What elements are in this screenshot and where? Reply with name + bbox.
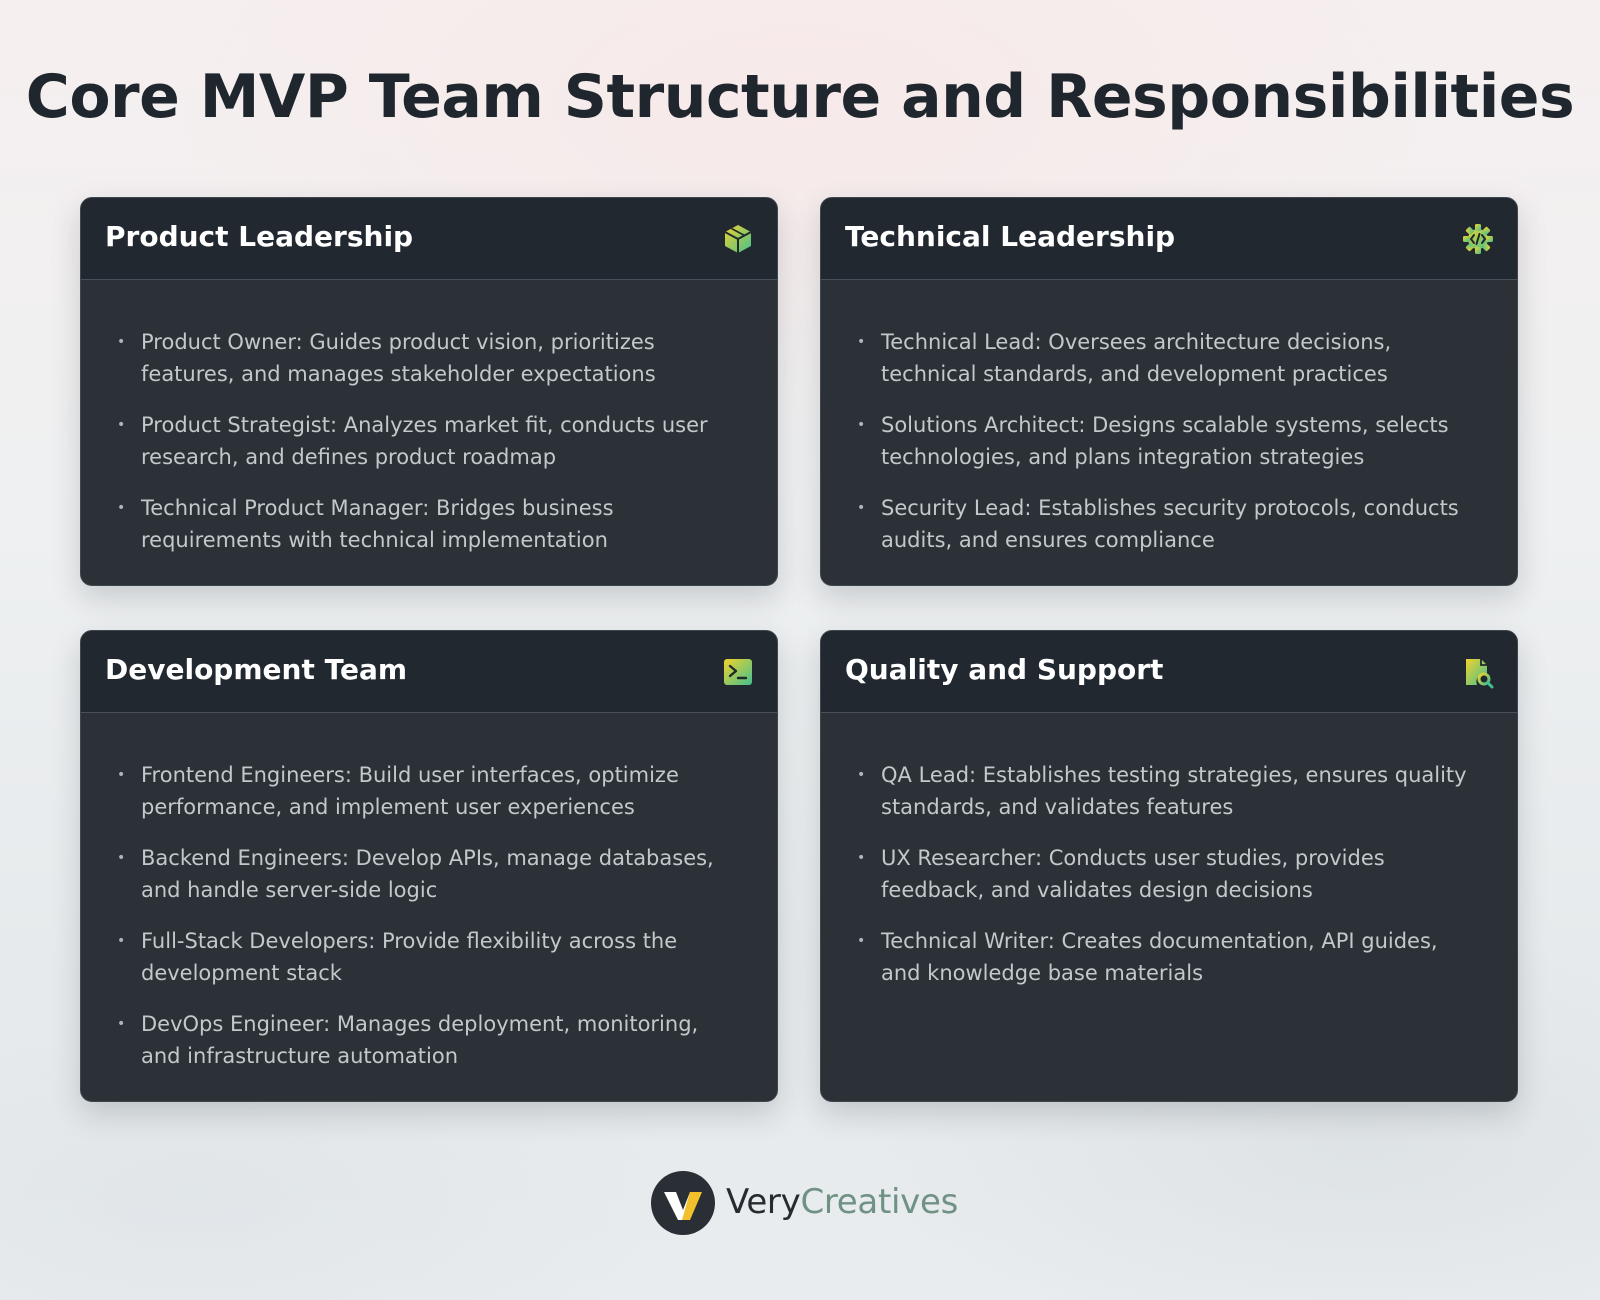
card-development-team: Development Team Frontend Engineers: Bui… — [80, 630, 778, 1102]
list-item: UX Researcher: Conducts user studies, pr… — [857, 842, 1481, 906]
card-header: Quality and Support — [821, 631, 1517, 713]
document-search-icon — [1466, 659, 1494, 689]
brand-name-second: Creatives — [800, 1182, 958, 1222]
list-item: Product Owner: Guides product vision, pr… — [117, 326, 741, 390]
card-title: Technical Leadership — [845, 220, 1176, 253]
card-title: Product Leadership — [105, 220, 414, 253]
list-item: Technical Lead: Oversees architecture de… — [857, 326, 1481, 390]
card-body: Frontend Engineers: Build user interface… — [81, 713, 777, 1101]
code-gear-icon — [1463, 224, 1493, 254]
card-title: Quality and Support — [845, 653, 1164, 686]
list-item: Solutions Architect: Designs scalable sy… — [857, 409, 1481, 473]
list-item: Product Strategist: Analyzes market fit,… — [117, 409, 741, 473]
card-header: Technical Leadership — [821, 198, 1517, 280]
card-header: Product Leadership — [81, 198, 777, 280]
card-product-leadership: Product Leadership Product Owner: Guides… — [80, 197, 778, 586]
list-item: Technical Writer: Creates documentation,… — [857, 925, 1481, 989]
card-technical-leadership: Technical Leadership Technical Lead: Ove… — [820, 197, 1518, 586]
brand-name-first: Very — [726, 1182, 801, 1222]
page-title: Core MVP Team Structure and Responsibili… — [25, 62, 1575, 132]
list-item: QA Lead: Establishes testing strategies,… — [857, 759, 1481, 823]
list-item: Technical Product Manager: Bridges busin… — [117, 492, 741, 556]
card-body: QA Lead: Establishes testing strategies,… — [821, 713, 1517, 1028]
card-quality-and-support: Quality and Support QA Lead: Establishes… — [820, 630, 1518, 1102]
list-item: DevOps Engineer: Manages deployment, mon… — [117, 1008, 741, 1072]
list-item: Full-Stack Developers: Provide flexibili… — [117, 925, 741, 989]
list-item: Backend Engineers: Develop APIs, manage … — [117, 842, 741, 906]
card-header: Development Team — [81, 631, 777, 713]
card-title: Development Team — [105, 653, 408, 686]
list-item: Security Lead: Establishes security prot… — [857, 492, 1481, 556]
terminal-icon — [724, 659, 752, 685]
verycreatives-logo-icon — [651, 1171, 715, 1235]
cube-icon — [724, 225, 752, 253]
footer-brand: VeryCreatives — [726, 1182, 958, 1222]
list-item: Frontend Engineers: Build user interface… — [117, 759, 741, 823]
card-body: Technical Lead: Oversees architecture de… — [821, 280, 1517, 585]
card-body: Product Owner: Guides product vision, pr… — [81, 280, 777, 585]
